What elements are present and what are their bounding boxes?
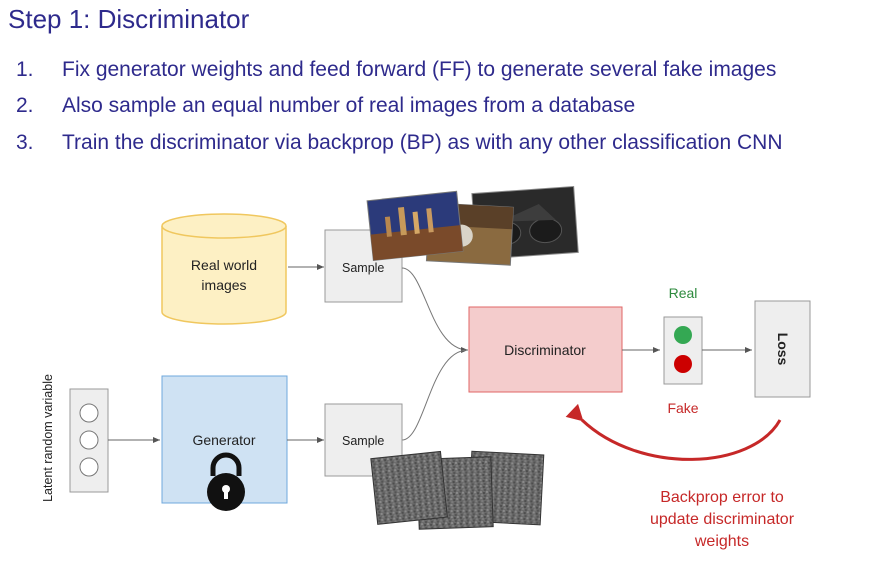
- step-text: Also sample an equal number of real imag…: [62, 94, 636, 117]
- backprop-text-line1: Backprop error to: [660, 489, 784, 506]
- latent-node: [79, 430, 99, 450]
- latent-node: [79, 403, 99, 423]
- real-photos-stack: [366, 185, 579, 266]
- step-text: Fix generator weights and feed forward (…: [62, 58, 777, 81]
- arrow-sample-top-to-discriminator: [401, 267, 469, 353]
- backprop-arrow: [565, 403, 782, 461]
- step-number: 1.: [16, 58, 34, 81]
- loss-label: Loss: [775, 333, 791, 366]
- step-text: Train the discriminator via backprop (BP…: [62, 131, 783, 154]
- real-world-label: Real world: [191, 257, 257, 273]
- step-number: 2.: [16, 94, 34, 117]
- latent-variable-label: Latent random variable: [41, 374, 55, 502]
- sample-bottom-label: Sample: [342, 434, 384, 448]
- real-light: [674, 326, 692, 344]
- discriminator-box: [468, 306, 623, 393]
- sample-top-label: Sample: [342, 261, 384, 275]
- backprop-text-line3: weights: [694, 533, 749, 550]
- generator-label: Generator: [192, 432, 255, 448]
- slide-title: Step 1: Discriminator: [8, 4, 250, 34]
- step-number: 3.: [16, 131, 34, 154]
- arrow-sample-bottom-to-discriminator: [401, 349, 469, 441]
- fake-label: Fake: [667, 400, 698, 416]
- real-world-database: Real world images: [161, 213, 287, 325]
- loss-box: [754, 300, 811, 398]
- latent-node: [79, 457, 99, 477]
- discriminator-label: Discriminator: [504, 342, 586, 358]
- backprop-text-line2: update discriminator: [650, 511, 795, 528]
- fake-images-stack: [370, 450, 545, 530]
- real-world-label-2: images: [201, 277, 246, 293]
- fake-light: [674, 355, 692, 373]
- lock-icon: [207, 452, 245, 511]
- real-label: Real: [669, 285, 698, 301]
